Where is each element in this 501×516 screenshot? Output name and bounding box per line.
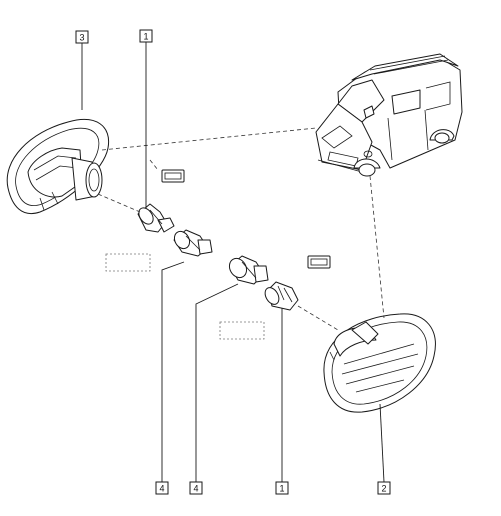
callout-4-left: 4 xyxy=(155,481,169,495)
callout-4-left-label: 4 xyxy=(159,484,164,494)
bulb-lower xyxy=(264,281,299,311)
side-indicator-lens xyxy=(323,313,436,413)
callout-2-bottom: 2 xyxy=(377,481,391,495)
callout-3-top-label: 3 xyxy=(79,33,84,43)
van-illustration xyxy=(315,53,463,177)
bulb-symbol-lower xyxy=(307,255,331,269)
callout-3-top: 3 xyxy=(75,30,89,44)
reference-box-lower xyxy=(219,321,265,340)
callout-1-top: 1 xyxy=(139,29,153,43)
callout-1-bottom-label: 1 xyxy=(279,484,284,494)
callout-1-bottom: 1 xyxy=(275,481,289,495)
bulb-holder-lower xyxy=(228,255,269,285)
bulb-holder-upper xyxy=(173,229,213,257)
callout-4-right: 4 xyxy=(189,481,203,495)
reference-box-upper xyxy=(105,253,151,272)
assembly-lines xyxy=(97,127,385,331)
callout-2-bottom-label: 2 xyxy=(381,484,386,494)
callout-4-right-label: 4 xyxy=(193,484,198,494)
bulb-upper xyxy=(137,203,175,233)
leader-lines xyxy=(81,42,385,483)
bulb-symbol-upper xyxy=(161,169,185,183)
callout-1-top-label: 1 xyxy=(143,32,148,42)
side-indicator-housing xyxy=(6,119,110,214)
